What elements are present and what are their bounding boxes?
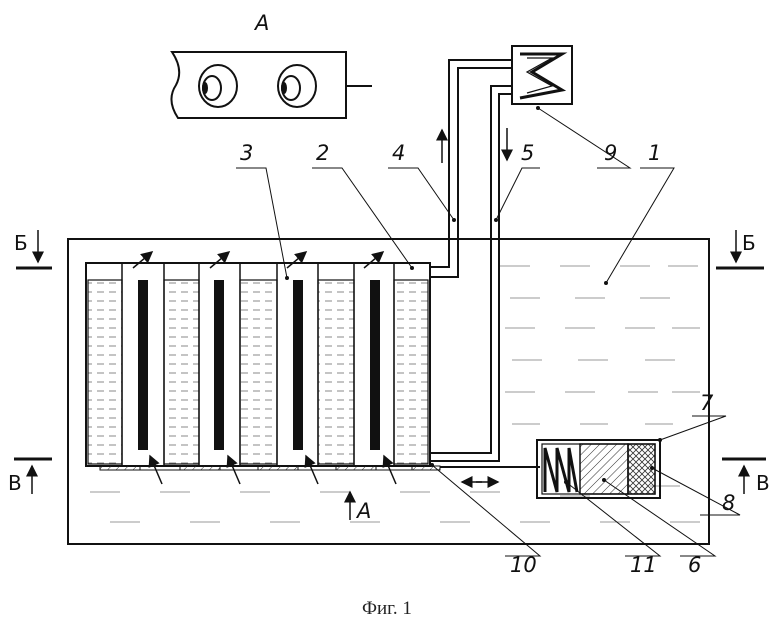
svg-text:В: В: [8, 471, 22, 495]
view-a-detail: A: [171, 11, 372, 118]
spring-11: [545, 448, 577, 492]
flow-arrows-top: [133, 252, 383, 268]
section-v-right: В: [722, 459, 770, 495]
label-10: 10: [510, 553, 537, 577]
label-2: 2: [316, 141, 329, 165]
view-a-label: A: [253, 11, 269, 35]
section-b-left: Б: [14, 230, 52, 268]
eye-icon-left: [199, 65, 237, 107]
section-b-right: Б: [716, 230, 764, 268]
eye-icon-right: [278, 65, 316, 107]
label-11: 11: [630, 553, 657, 577]
label-6: 6: [688, 553, 701, 577]
label-8: 8: [722, 491, 735, 515]
label-3: 3: [240, 141, 253, 165]
element-9-box: [512, 46, 572, 104]
svg-text:Б: Б: [742, 231, 756, 255]
flow-view-label: A: [355, 499, 371, 523]
label-4: 4: [392, 141, 405, 165]
svg-text:В: В: [756, 471, 770, 495]
cylinder-7: [537, 440, 660, 498]
label-5: 5: [521, 141, 534, 165]
label-7: 7: [700, 391, 714, 415]
figure-caption: Фиг. 1: [362, 598, 412, 619]
view-a-plate: [171, 52, 346, 118]
leader-lines: [236, 108, 740, 556]
label-9: 9: [604, 141, 617, 165]
svg-text:Б: Б: [14, 231, 28, 255]
section-v-left: В: [8, 459, 52, 495]
label-1: 1: [648, 141, 661, 165]
piston-6: [580, 444, 628, 494]
